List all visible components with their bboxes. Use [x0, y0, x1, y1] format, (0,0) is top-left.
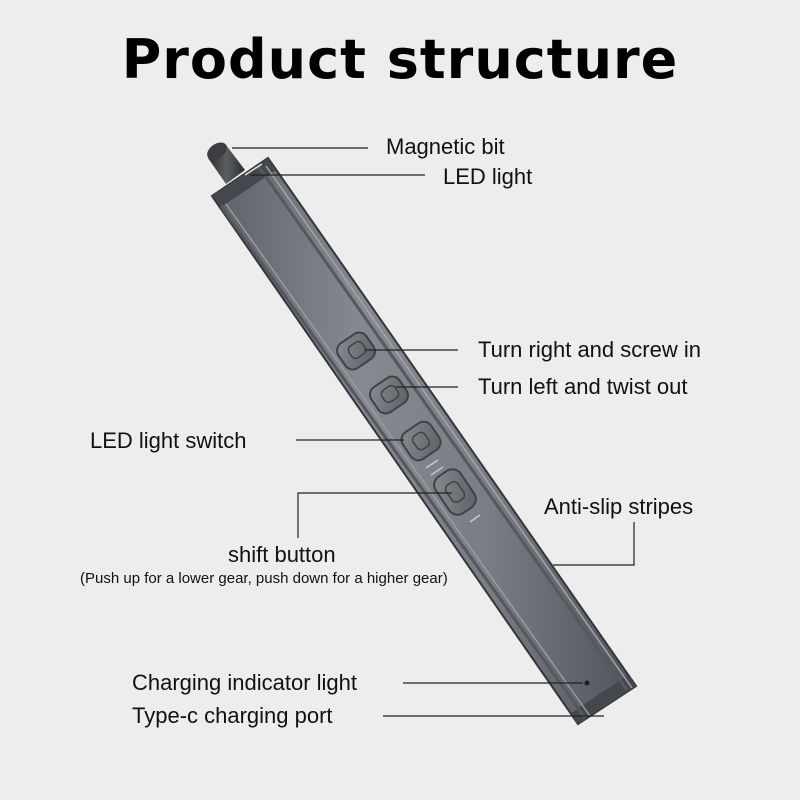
- anti-slip-stripe: [265, 165, 633, 689]
- leader-shift-button: [297, 492, 452, 538]
- anti-slip-stripe: [257, 166, 629, 691]
- turn-right-button: [336, 331, 376, 371]
- label-charging-indicator: Charging indicator light: [132, 670, 358, 695]
- shift-button: [433, 468, 477, 516]
- label-led-light-switch: LED light switch: [90, 428, 247, 453]
- anti-slip-stripe: [225, 203, 591, 717]
- magnetic-bit: [207, 142, 245, 184]
- shift-gear-marks: [425, 459, 481, 523]
- label-turn-right: Turn right and screw in: [478, 337, 701, 362]
- charging-indicator-dot: [584, 680, 590, 686]
- label-turn-left: Turn left and twist out: [478, 374, 688, 399]
- label-typec-port: Type-c charging port: [132, 703, 333, 728]
- label-anti-slip-stripes: Anti-slip stripes: [544, 494, 694, 519]
- led-light-switch-button: [400, 420, 442, 462]
- label-led-light: LED light: [443, 164, 533, 189]
- leader-anti-slip: [553, 522, 635, 566]
- led-light-ring: [244, 163, 263, 176]
- page-title: Product structure: [121, 28, 679, 91]
- label-shift-note: (Push up for a lower gear, push down for…: [80, 570, 448, 587]
- label-magnetic-bit: Magnetic bit: [386, 134, 505, 159]
- anti-slip-stripe: [219, 205, 587, 719]
- turn-left-button: [369, 375, 409, 415]
- label-shift-button: shift button: [228, 542, 336, 567]
- leader-lines: [232, 147, 635, 717]
